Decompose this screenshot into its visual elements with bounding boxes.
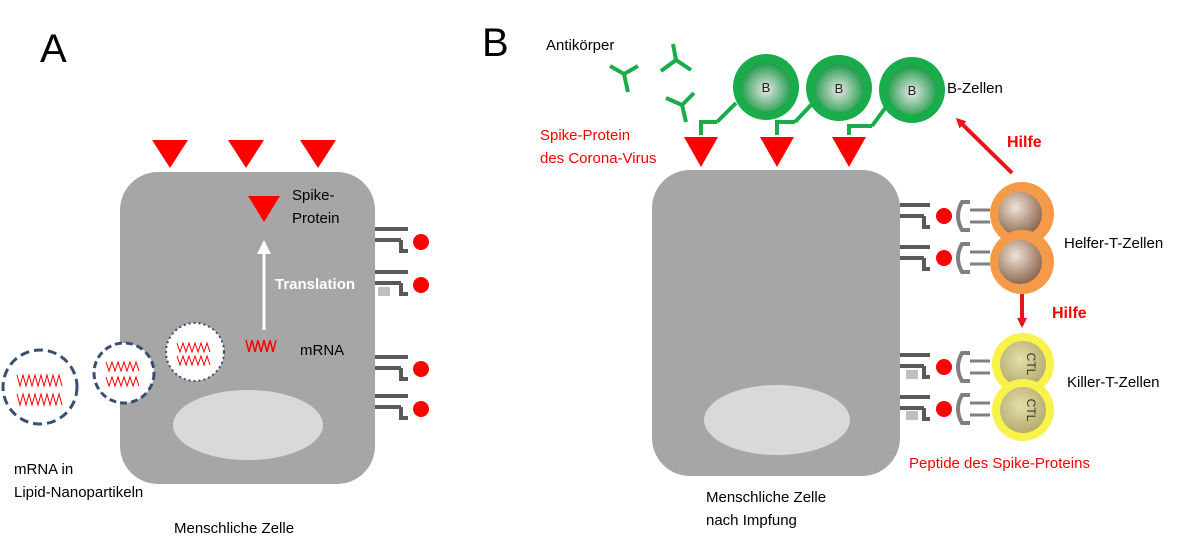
helper-t-cell-2 — [990, 230, 1054, 294]
peptide-label: Peptide des Spike-Proteins — [909, 455, 1090, 472]
mhc-peptide-a-4 — [375, 394, 429, 420]
translation-arrowhead — [257, 240, 271, 254]
nucleus-a — [173, 390, 323, 460]
spike-protein-b-1 — [684, 137, 718, 167]
b-cell-1: B — [699, 54, 799, 135]
antibody-free-3 — [665, 91, 696, 123]
mhc-peptide-a-3 — [375, 355, 429, 381]
spike-protein-b-2 — [760, 137, 794, 167]
lnp-inside-mrna — [176, 341, 211, 367]
mhc-peptide-b-4 — [900, 393, 990, 425]
ctl-2-letter: CTL — [1024, 399, 1038, 422]
lipid-nanoparticle-mrna — [16, 373, 63, 407]
mhc-peptide-b-1 — [900, 200, 990, 232]
b-cell-3: B — [847, 57, 945, 135]
lnp-inside-cell — [165, 322, 225, 382]
spike-label-b-1: Spike-Protein — [540, 127, 630, 144]
nucleus-b — [704, 385, 850, 455]
panel-a-letter: A — [40, 27, 67, 71]
lnp-label-1: mRNA in — [14, 461, 73, 478]
b-cell-1-letter: B — [762, 80, 771, 95]
mhc-peptide-a-2 — [375, 270, 429, 296]
killer-t-cell-1: CTL — [992, 333, 1054, 395]
spike-protein-surface-2 — [228, 140, 264, 168]
spike-protein-surface-1 — [152, 140, 188, 168]
cell-label-a: Menschliche Zelle — [174, 520, 294, 537]
help-label-top: Hilfe — [1007, 134, 1042, 151]
spike-protein-b-3 — [832, 137, 866, 167]
spike-protein-label-1: Spike- — [292, 187, 335, 204]
spike-protein-label-2: Protein — [292, 210, 340, 227]
killer-t-cell-2: CTL — [992, 379, 1054, 441]
panel-b: B Spike-Protein des Corona-Virus Antikör… — [482, 21, 1163, 529]
lnp-entering-mrna — [105, 360, 140, 388]
helper-t-cell-1 — [990, 182, 1054, 246]
b-cell-2-letter: B — [835, 81, 844, 96]
antibody-label: Antikörper — [546, 37, 614, 54]
mhc-peptide-a-1 — [375, 227, 429, 253]
lnp-entering — [92, 341, 156, 405]
panel-b-letter: B — [482, 21, 509, 65]
b-cell-3-letter: B — [908, 83, 917, 98]
lipid-nanoparticle — [1, 348, 79, 426]
mrna-strand — [245, 339, 277, 353]
mrna-label: mRNA — [300, 342, 344, 359]
human-cell-a — [120, 172, 375, 484]
help-label-bottom: Hilfe — [1052, 305, 1087, 322]
spike-label-b-2: des Corona-Virus — [540, 150, 656, 167]
antibody-free-2 — [659, 43, 693, 73]
ctl-1-letter: CTL — [1024, 353, 1038, 376]
help-arrow-to-b-cells — [955, 117, 1014, 175]
mhc-peptide-b-3 — [900, 351, 990, 383]
killer-t-cell-label: Killer-T-Zellen — [1067, 374, 1160, 391]
helper-t-cell-label: Helfer-T-Zellen — [1064, 235, 1163, 252]
translation-label: Translation — [275, 276, 355, 293]
b-cell-2: B — [775, 55, 872, 135]
lnp-label-2: Lipid-Nanopartikeln — [14, 484, 143, 501]
b-cell-label: B-Zellen — [947, 80, 1003, 97]
spike-protein-surface-3 — [300, 140, 336, 168]
mhc-peptide-b-2 — [900, 242, 990, 274]
spike-protein-internal — [248, 196, 280, 222]
panel-a: A Spike- Protein Translation mRNA mRNA i… — [1, 27, 429, 537]
cell-label-b-1: Menschliche Zelle — [706, 489, 826, 506]
cell-label-b-2: nach Impfung — [706, 512, 797, 529]
antibody-free-1 — [609, 64, 639, 93]
human-cell-b — [652, 170, 900, 476]
